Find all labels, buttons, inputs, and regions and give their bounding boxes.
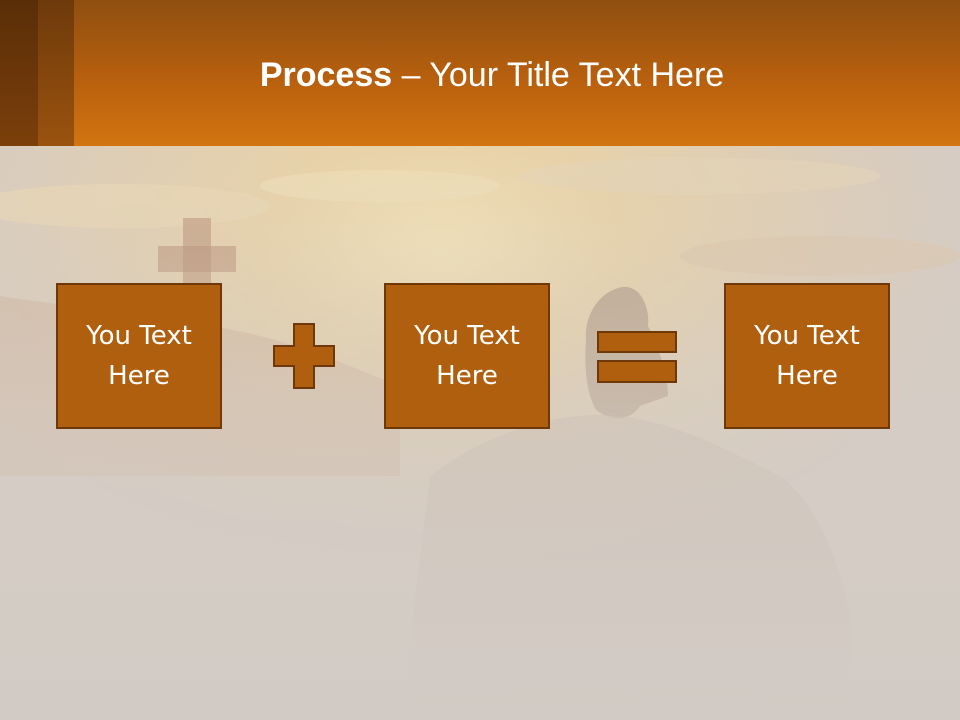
title-bold: Process: [259, 56, 393, 94]
process-step-label: You Text Here: [86, 321, 192, 391]
title-rest: – Your Title Text Here: [392, 56, 725, 94]
process-step-box: You Text Here: [724, 283, 890, 429]
slide-title: Process – Your Title Text Here: [0, 54, 960, 96]
accent-stripe-light: [38, 0, 74, 146]
title-bar: Process – Your Title Text Here: [0, 0, 960, 146]
process-step-box: You Text Here: [56, 283, 222, 429]
equals-icon: [597, 331, 677, 383]
process-step-box: You Text Here: [384, 283, 550, 429]
plus-icon: [273, 323, 335, 389]
process-step-label: You Text Here: [414, 321, 520, 391]
accent-stripe-dark: [0, 0, 38, 146]
sunset-background-image: [0, 146, 960, 720]
process-step-label: You Text Here: [754, 321, 860, 391]
